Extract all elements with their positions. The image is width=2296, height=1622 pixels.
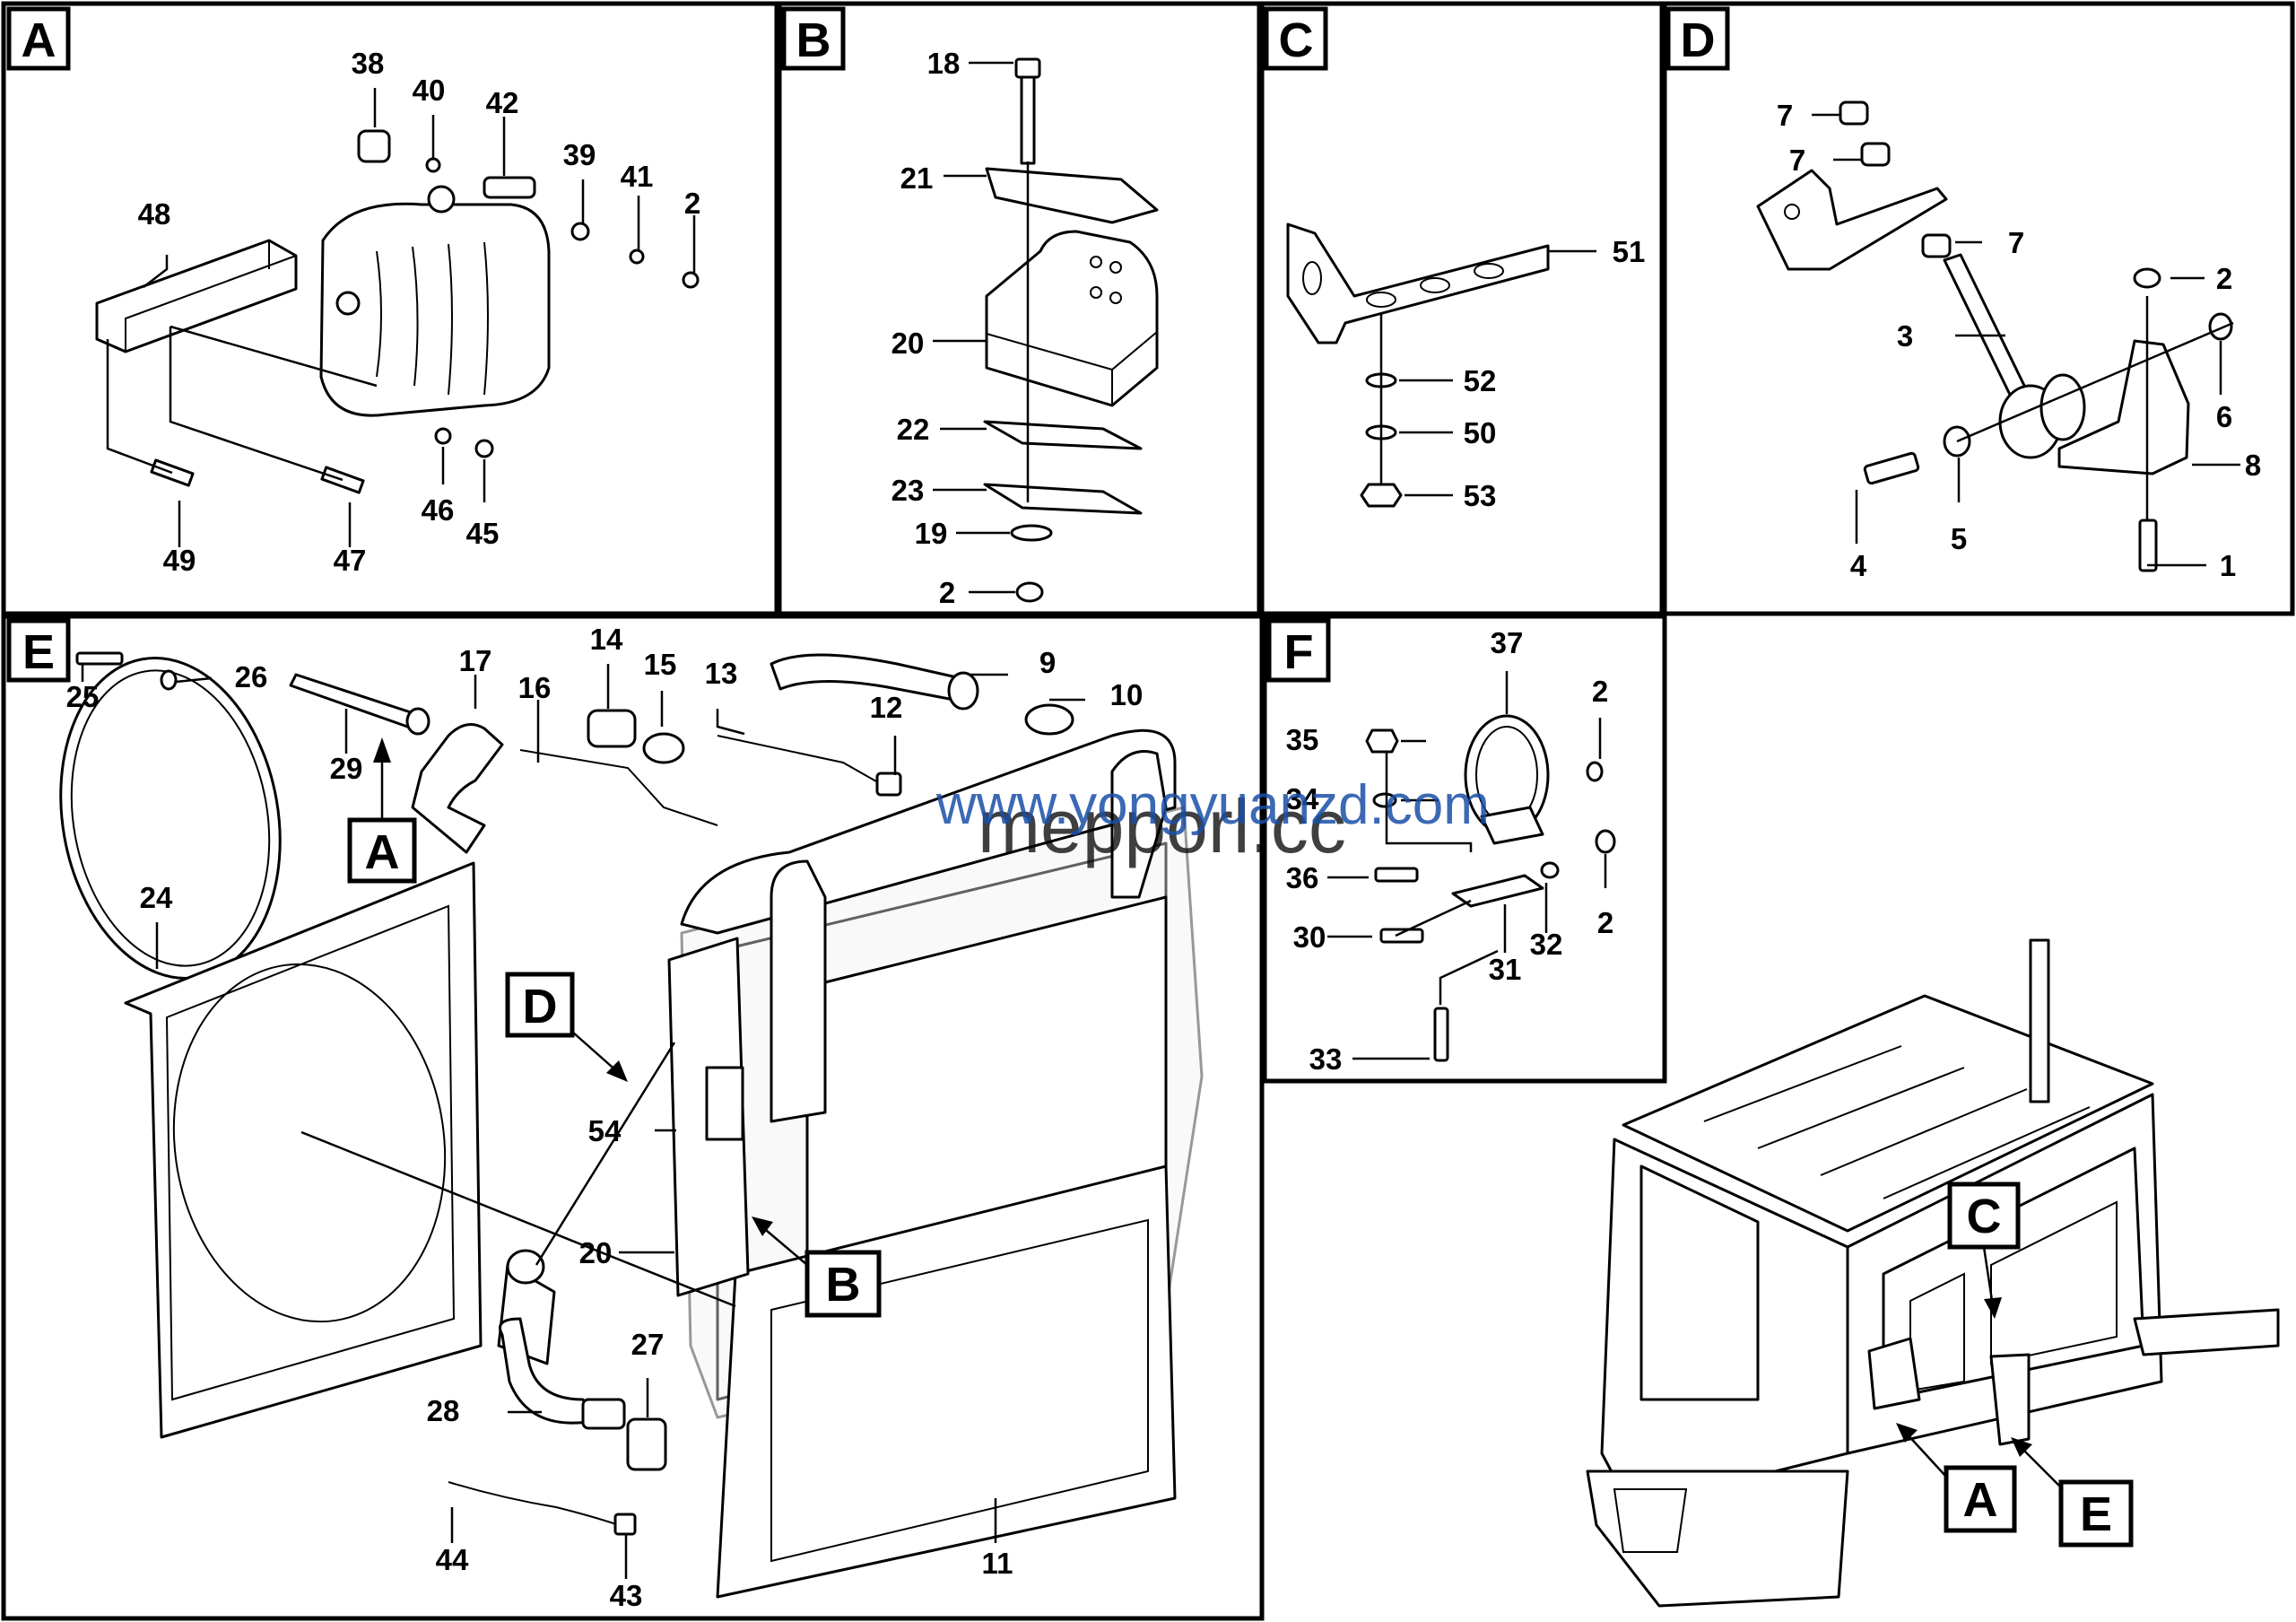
panel-c: C 51 52 50 53 xyxy=(1264,6,1646,512)
part-number-callout: 3 xyxy=(1897,319,1913,353)
part-number-callout: 49 xyxy=(163,544,196,577)
part-number-callout: 13 xyxy=(705,657,738,690)
watermark-url: www.yongyuanzd.com xyxy=(935,774,1490,836)
part-number-callout: 46 xyxy=(422,493,455,527)
panel-a: A 38 40 42 39 41 2 48 49 47 46 45 xyxy=(6,6,700,577)
panel-c-tag: C xyxy=(1279,13,1314,67)
part-number-callout: 40 xyxy=(413,74,446,107)
cab-ref-tag-a: A xyxy=(1963,1473,1998,1527)
part-number-callout: 44 xyxy=(436,1543,469,1576)
part-number-callout: 27 xyxy=(631,1328,665,1361)
part-number-callout: 20 xyxy=(891,327,925,360)
part-number-callout: 52 xyxy=(1464,364,1497,397)
part-number-callout: 23 xyxy=(891,474,925,507)
cab-roof xyxy=(1622,994,2154,1233)
part-number-callout: 45 xyxy=(466,517,500,550)
part-number-callout: 5 xyxy=(1951,522,1967,555)
part-number-callout: 4 xyxy=(1850,549,1867,582)
mount-bracket xyxy=(1286,222,1550,344)
part-number-callout: 31 xyxy=(1489,953,1522,986)
part-number-callout: 19 xyxy=(915,517,948,550)
part-number-callout: 2 xyxy=(1597,906,1613,939)
part-number-callout: 34 xyxy=(1286,782,1319,815)
part-number-callout: 36 xyxy=(1286,861,1319,894)
part-number-callout: 51 xyxy=(1613,235,1646,268)
ref-tag-b: B xyxy=(826,1258,861,1312)
part-number-callout: 35 xyxy=(1286,723,1319,756)
part-number-callout: 33 xyxy=(1309,1042,1343,1076)
part-number-callout: 9 xyxy=(1039,646,1056,679)
part-number-callout: 37 xyxy=(1491,626,1524,659)
panel-e: E xyxy=(6,618,1204,1612)
panel-b-tag: B xyxy=(796,13,831,67)
part-number-callout: 7 xyxy=(1789,144,1805,177)
part-number-callout: 41 xyxy=(621,160,654,193)
part-number-callout: 24 xyxy=(140,881,173,914)
ref-tag-d: D xyxy=(523,980,558,1033)
part-number-callout: 28 xyxy=(427,1394,460,1427)
part-number-callout: 48 xyxy=(138,197,171,231)
part-number-callout: 38 xyxy=(352,47,385,80)
panel-f: F 37 2 35 34 36 32 2 30 31 33 xyxy=(1266,618,1616,1076)
part-number-callout: 11 xyxy=(982,1547,1013,1580)
cab-ref-tag-c: C xyxy=(1967,1190,2002,1243)
panel-a-tag: A xyxy=(22,13,57,67)
panel-d: D 7 7 7 2 3 6 8 4 5 1 xyxy=(1665,6,2261,582)
part-number-callout: 43 xyxy=(610,1579,643,1612)
part-number-callout: 6 xyxy=(2216,400,2232,433)
part-number-callout: 10 xyxy=(1110,678,1144,711)
part-number-callout: 2 xyxy=(684,187,700,220)
part-number-callout: 2 xyxy=(939,576,955,609)
part-number-callout: 26 xyxy=(235,660,268,693)
part-number-callout: 53 xyxy=(1464,479,1497,512)
part-number-callout: 18 xyxy=(927,47,961,80)
part-number-callout: 15 xyxy=(644,648,677,681)
part-number-callout: 42 xyxy=(486,86,519,119)
panel-e-tag: E xyxy=(22,625,55,679)
part-number-callout: 7 xyxy=(1777,99,1793,132)
part-number-callout: 2 xyxy=(2216,262,2232,295)
part-number-callout: 20 xyxy=(579,1236,613,1269)
part-number-callout: 47 xyxy=(334,544,367,577)
ref-tag-a: A xyxy=(365,825,400,879)
part-number-callout: 2 xyxy=(1592,675,1608,708)
upper-hose xyxy=(411,723,504,854)
part-number-callout: 25 xyxy=(66,680,100,713)
panel-b: B 18 21 20 22 23 19 2 xyxy=(781,6,1159,609)
part-number-callout: 22 xyxy=(897,413,930,446)
part-number-callout: 50 xyxy=(1464,416,1497,449)
part-number-callout: 16 xyxy=(518,671,552,704)
part-number-callout: 8 xyxy=(2245,449,2261,482)
part-number-callout: 54 xyxy=(588,1114,622,1147)
cab-overview: C A E xyxy=(1586,938,2280,1608)
watermark-brand: mepporl.cc xyxy=(978,784,1346,868)
part-number-callout: 17 xyxy=(459,644,492,677)
part-number-callout: 39 xyxy=(563,138,596,171)
part-number-callout: 14 xyxy=(590,623,623,656)
part-number-callout: 21 xyxy=(900,161,934,195)
part-number-callout: 12 xyxy=(870,691,903,724)
part-number-callout: 30 xyxy=(1293,920,1326,954)
part-number-callout: 32 xyxy=(1530,928,1563,961)
cab-ref-tag-e: E xyxy=(2080,1487,2112,1541)
part-number-callout: 29 xyxy=(330,752,363,785)
panel-d-tag: D xyxy=(1681,13,1716,67)
part-number-callout: 7 xyxy=(2008,226,2024,259)
panel-f-tag: F xyxy=(1284,625,1314,679)
part-number-callout: 1 xyxy=(2220,549,2236,582)
